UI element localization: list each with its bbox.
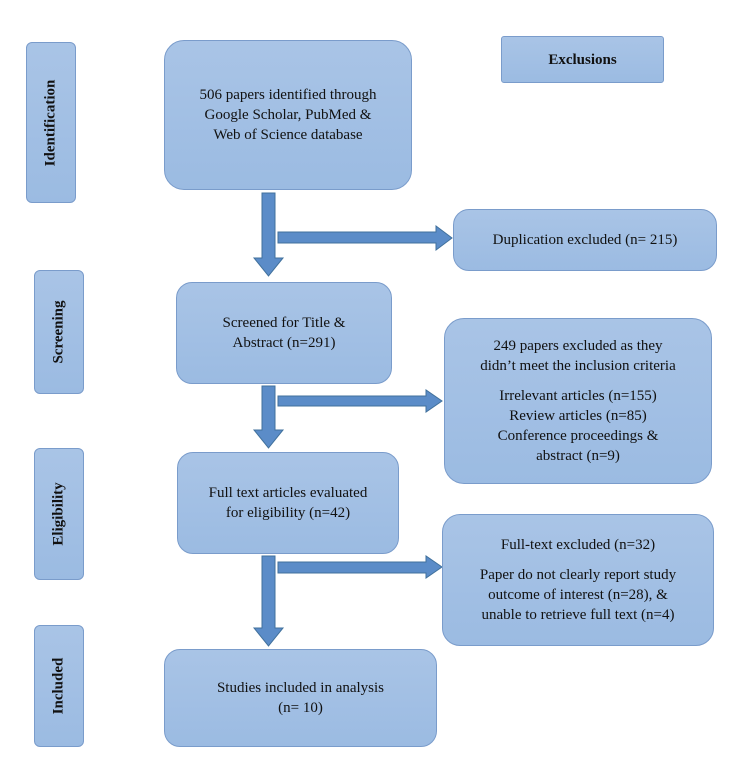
phase-screening-label: Screening <box>50 300 67 364</box>
exclusions-header: Exclusions <box>501 36 664 83</box>
fulltext-excluded-heading: Full-text excluded (n=32) <box>500 537 656 553</box>
screening-excluded-item-conference-1: Conference proceedings & <box>497 428 659 444</box>
arrow-right-1 <box>277 225 453 251</box>
screening-excluded-item-conference-2: abstract (n=9) <box>536 448 620 464</box>
phase-included: Included <box>34 625 84 747</box>
phase-identification-label: Identification <box>42 79 59 166</box>
fulltext-excluded-item-3: unable to retrieve full text (n=4) <box>481 607 675 623</box>
exclusions-header-label: Exclusions <box>548 51 617 68</box>
phase-eligibility-label: Eligibility <box>50 482 67 546</box>
identified-line-3: Web of Science database <box>213 127 363 143</box>
screening-excluded-item-review: Review articles (n=85) <box>509 408 647 424</box>
arrow-right-3 <box>277 555 443 579</box>
phase-included-label: Included <box>50 657 67 715</box>
arrow-down-3 <box>252 555 285 647</box>
identified-line-1: 506 papers identified through <box>199 87 377 103</box>
included-line-1: Studies included in analysis <box>216 680 385 696</box>
fulltext-excluded-item-2: outcome of interest (n=28), & <box>488 587 668 603</box>
screened-line-2: Abstract (n=291) <box>232 335 336 351</box>
screening-excluded-item-irrelevant: Irrelevant articles (n=155) <box>499 388 657 404</box>
arrow-down-1 <box>252 192 285 277</box>
arrow-down-2 <box>252 385 285 449</box>
phase-screening: Screening <box>34 270 84 394</box>
included-line-2: (n= 10) <box>278 700 323 716</box>
screening-excluded-heading-1: 249 papers excluded as they <box>493 338 663 354</box>
fulltext-line-2: for eligibility (n=42) <box>225 505 351 521</box>
screening-excluded-heading-2: didn’t meet the inclusion criteria <box>480 358 676 374</box>
duplication-text: Duplication excluded (n= 215) <box>492 232 678 248</box>
fulltext-excluded-box: Full-text excluded (n=32) Paper do not c… <box>442 514 714 646</box>
arrow-right-2 <box>277 389 443 413</box>
identified-line-2: Google Scholar, PubMed & <box>204 107 372 123</box>
screened-line-1: Screened for Title & <box>222 315 346 331</box>
fulltext-eligibility-box: Full text articles evaluated for eligibi… <box>177 452 399 554</box>
studies-included-box: Studies included in analysis (n= 10) <box>164 649 437 747</box>
phase-eligibility: Eligibility <box>34 448 84 580</box>
duplication-excluded-box: Duplication excluded (n= 215) <box>453 209 717 271</box>
fulltext-excluded-item-1: Paper do not clearly report study <box>479 567 677 583</box>
phase-identification: Identification <box>26 42 76 203</box>
identified-records-box: 506 papers identified through Google Sch… <box>164 40 412 190</box>
fulltext-line-1: Full text articles evaluated <box>208 485 368 501</box>
screened-box: Screened for Title & Abstract (n=291) <box>176 282 392 384</box>
screening-excluded-box: 249 papers excluded as they didn’t meet … <box>444 318 712 484</box>
